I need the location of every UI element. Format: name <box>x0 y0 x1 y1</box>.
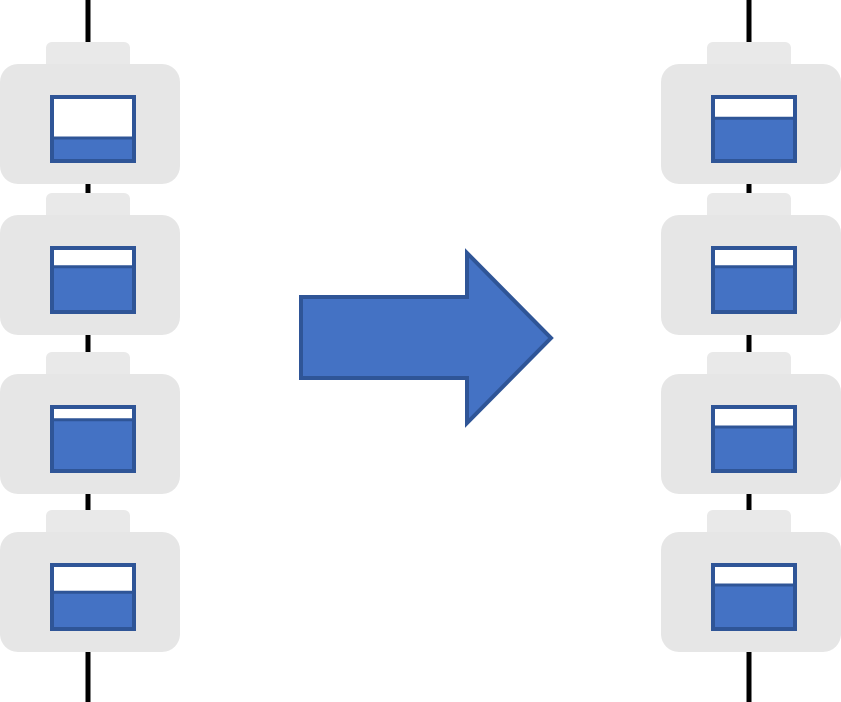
before-unit-1 <box>0 42 180 184</box>
before-unit-4 <box>0 510 180 652</box>
level-gauge-fill <box>715 118 793 159</box>
before-unit-3 <box>0 352 180 494</box>
level-gauge-fill <box>715 585 793 627</box>
level-gauge-fill <box>715 266 793 310</box>
after-unit-3 <box>661 352 841 494</box>
before-column <box>0 0 180 702</box>
level-gauge-fill <box>54 419 132 469</box>
after-unit-2 <box>661 193 841 335</box>
level-gauge-fill <box>54 266 132 310</box>
level-gauge-fill <box>54 592 132 627</box>
after-unit-1 <box>661 42 841 184</box>
before-unit-2 <box>0 193 180 335</box>
after-unit-4 <box>661 510 841 652</box>
level-gauge-fill <box>54 138 132 159</box>
after-column <box>661 0 841 702</box>
right-arrow-icon <box>299 248 554 428</box>
level-gauge-fill <box>715 427 793 469</box>
